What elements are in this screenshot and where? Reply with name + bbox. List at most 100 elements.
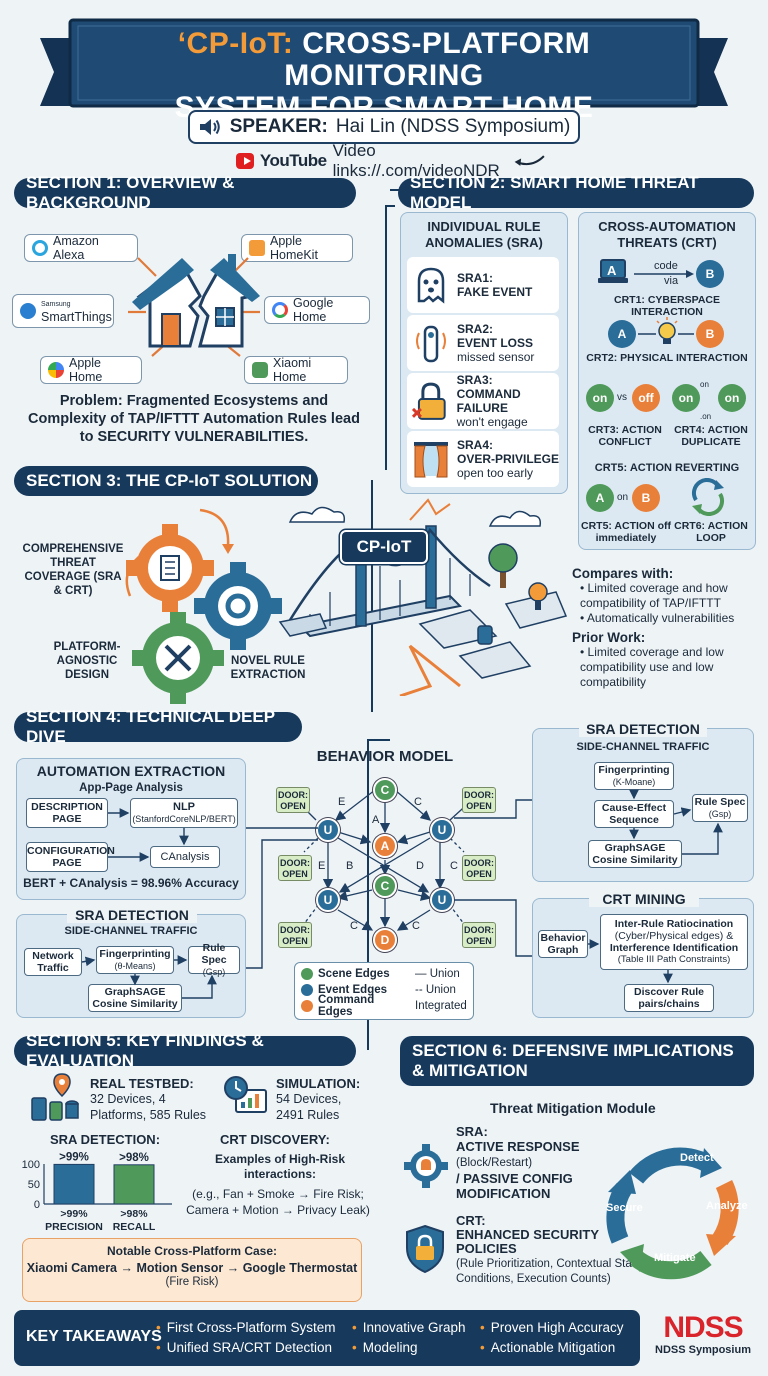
novel-label: NOVEL RULE EXTRACTION	[230, 655, 306, 681]
graph-node-d: D	[373, 928, 397, 952]
platform-apple-home: Apple Home	[40, 356, 142, 384]
crt2-label: CRT2: PHYSICAL INTERACTION	[586, 352, 748, 364]
crt5-node-b: B	[632, 484, 660, 512]
crt2-node-b: B	[696, 320, 724, 348]
crt-mining-title: CRT MINING	[589, 891, 699, 907]
section3-heading: SECTION 3: THE CP-IoT SOLUTION	[14, 466, 318, 496]
chart-bar	[113, 1164, 155, 1205]
speaker-icon	[199, 119, 220, 135]
crt1-code-label: code	[654, 260, 678, 272]
takeaway-item: Actionable Mitigation	[480, 1340, 616, 1355]
edge-label: D	[416, 860, 424, 872]
section5-heading: SECTION 5: KEY FINDINGS & EVALUATION	[14, 1031, 356, 1070]
crt1-via-label: via	[664, 275, 679, 287]
google-home-icon	[272, 302, 288, 318]
graph-node-c: C	[373, 874, 397, 898]
edge-label: B	[346, 860, 354, 872]
fingerprinting-right-box: Fingerprinting(K-Moane)	[594, 762, 674, 790]
gear-bell-icon	[404, 1144, 448, 1188]
takeaway-item: Proven High Accuracy	[480, 1320, 624, 1335]
crt-panel-title: CROSS-AUTOMATION THREATS (CRT)	[598, 219, 736, 250]
accuracy-text: BERT + CAnalysis = 98.96% Accuracy	[23, 876, 239, 890]
edge-label: C	[350, 920, 358, 932]
mitigation-cycle	[606, 1147, 739, 1280]
alexa-icon	[32, 240, 48, 256]
simulation-block: SIMULATION: 54 Devices, 2491 Rules	[276, 1076, 361, 1122]
video-link[interactable]: YouTube Video links://.com/videoNDR	[236, 141, 546, 180]
crt-examples-text: (e.g., Fan + Smoke → Fire Risk; Camera +…	[186, 1187, 370, 1217]
crt6-label: CRT6: ACTION LOOP	[674, 520, 748, 544]
fingerprinting-left-box: Fingerprinting(θ-Means)	[96, 946, 174, 974]
prior-work-title: Prior Work:	[572, 630, 646, 645]
sra-left-title: SRA DETECTION	[67, 907, 197, 923]
discover-box: Discover Rule pairs/chains	[624, 984, 714, 1012]
section1-heading: SECTION 1: OVERVIEW & BACKGROUND	[14, 173, 356, 212]
cause-effect-box: Cause-Effect Sequence	[594, 800, 674, 828]
shield-lock-icon	[406, 1224, 444, 1274]
platform-amazon-alexa: Amazon Alexa	[24, 234, 138, 262]
compare-item: • Limited coverage and how compatibility…	[580, 581, 728, 610]
door-open-label: DOOR: OPEN	[276, 787, 310, 813]
edge-label: E	[338, 796, 346, 808]
takeaways-title: KEY TAKEAWAYS	[26, 1328, 162, 1345]
graph-legend: Scene Edges— Union Event Edges-- Union C…	[294, 962, 474, 1020]
graph-node-u: U	[430, 888, 454, 912]
laptop-icon	[598, 259, 628, 283]
crt3-off-pill: off	[632, 384, 660, 412]
legend-row: Scene Edges— Union	[301, 966, 467, 982]
crt-mitigation-block: CRT: ENHANCED SECURITY POLICIES (Rule Pr…	[456, 1213, 642, 1286]
door-open-label: DOOR: OPEN	[462, 787, 496, 813]
rulespec-right-box: Rule Spec(Gsp)	[692, 794, 748, 822]
crt4-label: CRT4: ACTION DUPLICATE	[674, 424, 748, 448]
coverage-label: COMPREHENSIVE THREAT COVERAGE (SRA & CRT…	[22, 543, 124, 597]
rulespec-left-box: Rule Spec(Gsp)	[188, 942, 240, 977]
xiaomi-icon	[252, 362, 268, 378]
category-label-value: >98%	[120, 1208, 148, 1220]
y-tick-label: 50	[28, 1179, 40, 1191]
crt5-on-label: on	[617, 492, 629, 503]
arrow-right-icon	[634, 270, 694, 278]
network-traffic-box: Network Traffic	[24, 948, 82, 976]
devices-icon	[31, 1073, 79, 1121]
sra-right-title: SRA DETECTION	[579, 721, 707, 737]
problem-statement: Problem: Fragmented Ecosystems and Compl…	[28, 393, 360, 445]
door-open-label: DOOR: OPEN	[278, 855, 312, 881]
crt5-node-a: A	[586, 484, 614, 512]
edge-label: C	[450, 860, 458, 872]
crt1-node-a: A	[607, 263, 617, 278]
description-page-box: DESCRIPTION PAGE	[26, 798, 108, 828]
automation-extraction-panel: AUTOMATION EXTRACTION App-Page Analysis	[16, 758, 246, 900]
graphsage-left-box: GraphSAGE Cosine Similarity	[88, 984, 182, 1012]
takeaway-item: Modeling	[352, 1340, 418, 1355]
lightbulb-icon	[638, 317, 694, 344]
canalysis-box: CAnalysis	[150, 846, 220, 868]
youtube-icon	[236, 153, 254, 169]
category-label-value: >99%	[60, 1208, 88, 1220]
edge-label: A	[372, 814, 380, 826]
prior-work-item: • Limited coverage and low compatibility…	[580, 645, 724, 689]
cycle-analyze: Analyze	[706, 1200, 748, 1212]
broken-house-icon	[128, 254, 260, 357]
edge-label: C	[412, 920, 420, 932]
behavior-model-title: BEHAVIOR MODEL	[316, 748, 454, 765]
crt1-label: CRT1: CYBERSPACE INTERACTION	[614, 294, 720, 318]
agnostic-label: PLATFORM-AGNOSTIC DESIGN	[53, 641, 121, 681]
cycle-mitigate: Mitigate	[654, 1252, 696, 1264]
curtain-icon	[413, 442, 448, 478]
graph-node-a: A	[373, 834, 397, 858]
crt4-on-pill-2: on	[718, 384, 746, 412]
graph-node-u: U	[316, 888, 340, 912]
crt-examples-title: Examples of High-Risk interactions:	[214, 1152, 346, 1181]
ndss-logo: NDSS NDSS Symposium	[655, 1311, 751, 1357]
graphsage-right-box: GraphSAGE Cosine Similarity	[588, 840, 682, 868]
crt4-on-pill-1: on	[672, 384, 700, 412]
edge-label: E	[318, 860, 326, 872]
crt-discovery-title: CRT DISCOVERY:	[220, 1132, 330, 1147]
sra-panel: INDIVIDUAL RULE ANOMALIES (SRA) SRA1:FAK…	[400, 212, 568, 494]
testbed-block: REAL TESTBED: 32 Devices, 4 Platforms, 5…	[90, 1076, 207, 1122]
lock-icon	[411, 382, 446, 420]
compare-title: Compares with:	[572, 566, 674, 581]
ae-title: AUTOMATION EXTRACTION	[36, 763, 226, 779]
